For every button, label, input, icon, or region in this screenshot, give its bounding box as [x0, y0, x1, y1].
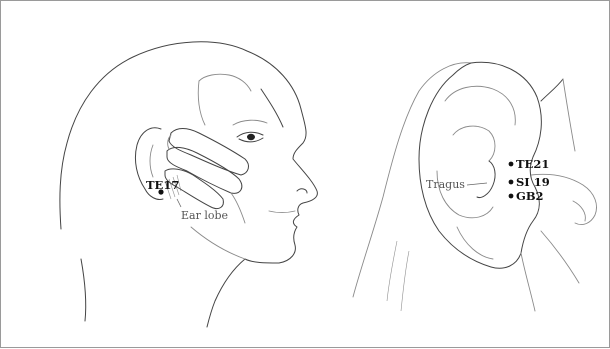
- tragus-label: Tragus: [426, 178, 465, 191]
- ear-lobe-leader: [177, 199, 181, 207]
- te17-label: TE17: [146, 178, 179, 192]
- tragus-leader: [467, 183, 487, 185]
- te21-label: TE21: [516, 157, 549, 171]
- gb2-label: GB2: [516, 189, 544, 203]
- ear-closeup-drawing: [353, 62, 597, 311]
- head-profile-drawing: [60, 42, 317, 327]
- si19-label: SI 19: [516, 175, 550, 189]
- gb2-point: [509, 194, 514, 199]
- ear-lobe-label: Ear lobe: [181, 209, 228, 222]
- si19-point: [509, 180, 514, 185]
- te21-point: [509, 162, 514, 167]
